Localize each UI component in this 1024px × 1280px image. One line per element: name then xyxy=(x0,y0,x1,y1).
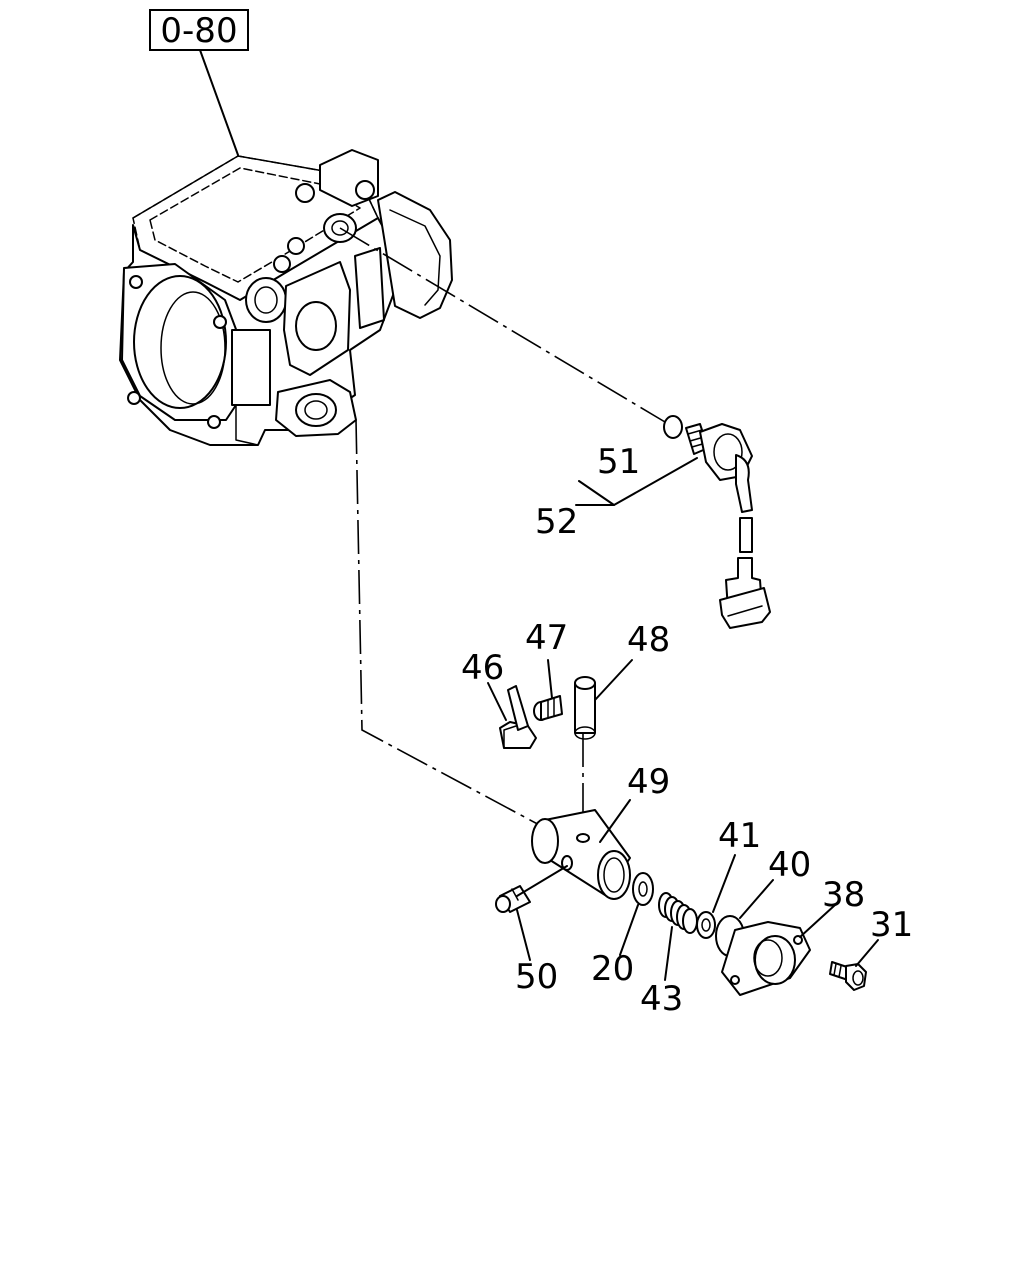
bushing-assembly-line xyxy=(516,865,568,897)
callout-52: 52 xyxy=(535,502,578,542)
assembly-line-valve xyxy=(355,419,546,829)
bushing-part xyxy=(495,885,531,913)
washer-part xyxy=(632,872,654,906)
callout-40: 40 xyxy=(768,845,811,885)
reference-box: 0-80 xyxy=(149,9,249,51)
callout-20: 20 xyxy=(591,949,634,989)
callout-49: 49 xyxy=(627,762,670,802)
callout-31: 31 xyxy=(870,905,913,945)
assembly-line-sensor xyxy=(339,227,666,423)
o-ring-part xyxy=(663,415,683,439)
label-50-leader xyxy=(516,909,531,961)
label-47-leader xyxy=(547,659,553,699)
label-48-leader xyxy=(594,659,633,701)
callout-43: 43 xyxy=(640,979,683,1019)
reference-label: 0-80 xyxy=(160,11,237,51)
reference-leader xyxy=(199,49,239,156)
callout-41: 41 xyxy=(718,816,761,856)
label-20-leader xyxy=(619,904,639,956)
callout-51: 51 xyxy=(597,442,640,482)
label-38-leader xyxy=(799,904,836,938)
small-ring-part xyxy=(696,911,716,939)
callout-48: 48 xyxy=(627,620,670,660)
screw-part-47 xyxy=(533,695,563,721)
callout-38: 38 xyxy=(822,875,865,915)
cover-plate-part xyxy=(721,921,811,996)
callout-46: 46 xyxy=(461,648,504,688)
label-49-leader xyxy=(599,799,631,843)
bolt-part xyxy=(829,961,867,991)
label-31-leader xyxy=(855,939,879,967)
throttle-body-housing xyxy=(119,149,453,446)
temperature-sensor-part xyxy=(685,423,771,629)
callout-47: 47 xyxy=(525,618,568,658)
callout-50: 50 xyxy=(515,957,558,997)
label-41-leader xyxy=(712,854,736,913)
pin-part xyxy=(574,676,596,740)
label-40-leader xyxy=(739,879,774,919)
spring-part xyxy=(658,892,698,934)
label-43-leader xyxy=(664,926,673,981)
valve-body-part xyxy=(531,809,631,900)
label-46-leader xyxy=(487,682,507,721)
bracket-clip-part xyxy=(499,685,537,749)
